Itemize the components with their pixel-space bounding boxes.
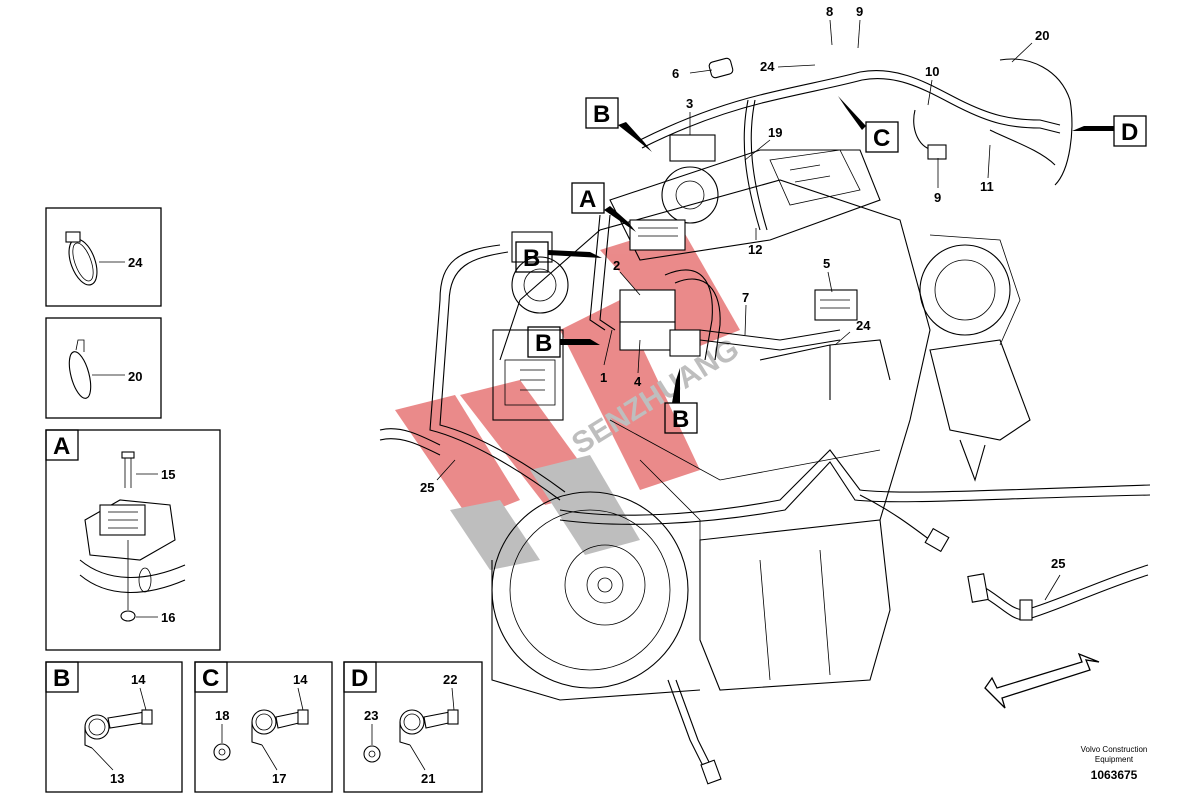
- direction-arrow: [984, 652, 1100, 709]
- detail-panel-d: D 22 23 21: [343, 661, 483, 793]
- panelB-letter: B: [53, 665, 70, 692]
- callout-9-top: 9: [856, 4, 863, 19]
- panelC-item-18: 18: [215, 708, 229, 723]
- callout-25-main: 25: [420, 480, 434, 495]
- marker-b-low: B: [672, 406, 689, 433]
- leader-lines: [436, 19, 1061, 601]
- panelB-item-13: 13: [110, 771, 124, 786]
- callout-2: 2: [613, 258, 620, 273]
- harness-routing: [379, 57, 1151, 785]
- callout-1: 1: [600, 370, 607, 385]
- marker-box-c: [865, 121, 899, 153]
- callout-10: 10: [925, 64, 939, 79]
- marker-b-top: B: [593, 101, 610, 128]
- detail-panel-b: B 14 13: [45, 661, 183, 793]
- document-number: 1063675: [1090, 768, 1138, 782]
- callout-8: 8: [826, 4, 833, 19]
- callout-19: 19: [768, 125, 782, 140]
- marker-box-a: [571, 182, 605, 214]
- panelA-letter: A: [53, 433, 70, 460]
- marker-d: D: [1121, 119, 1138, 146]
- callout-11: 11: [980, 179, 994, 194]
- document-footer: Volvo Construction Equipment 1063675: [1064, 745, 1164, 783]
- detail-panel-20: 20: [45, 317, 162, 419]
- source-line-2: Equipment: [1094, 755, 1134, 764]
- panelD-item-23: 23: [364, 708, 378, 723]
- panelC-item-14: 14: [293, 672, 308, 687]
- callout-24-top: 24: [760, 59, 775, 74]
- callout-9-bottom: 9: [934, 190, 941, 205]
- panelA-item-16: 16: [161, 610, 175, 625]
- section-markers: B A B B B C D: [515, 96, 1147, 434]
- panelD-letter: D: [351, 665, 368, 692]
- callout-3: 3: [686, 96, 693, 111]
- marker-a: A: [579, 186, 596, 213]
- callout-numbers: 1 2 3 4 5 6 7 8 9 9 10 11 12 19 20 24 24…: [420, 4, 1065, 571]
- marker-b-left: B: [523, 245, 540, 272]
- detail-panel-24: 24: [45, 207, 162, 307]
- panel20-item: 20: [128, 369, 142, 384]
- callout-6: 6: [672, 66, 679, 81]
- panelD-item-21: 21: [421, 771, 435, 786]
- marker-box-b-left: [515, 241, 549, 273]
- marker-box-b-top: [585, 97, 619, 129]
- panelC-letter: C: [202, 665, 219, 692]
- callout-4: 4: [634, 374, 642, 389]
- source-line-1: Volvo Construction: [1080, 745, 1148, 754]
- callout-7: 7: [742, 290, 749, 305]
- panelC-item-17: 17: [272, 771, 286, 786]
- detail-panel-a: A 15 16: [45, 429, 221, 651]
- callout-12: 12: [748, 242, 762, 257]
- panelB-item-14: 14: [131, 672, 146, 687]
- panel24-item: 24: [128, 255, 143, 270]
- callout-25-inset: 25: [1051, 556, 1065, 571]
- panelD-item-22: 22: [443, 672, 457, 687]
- engine-outline: [491, 149, 1031, 701]
- callout-20: 20: [1035, 28, 1049, 43]
- watermark: SENZHUANG: [395, 225, 745, 570]
- callout-24-mid: 24: [856, 318, 871, 333]
- detail-panel-c: C 14 18 17: [194, 661, 333, 793]
- panelA-item-15: 15: [161, 467, 175, 482]
- marker-c: C: [873, 125, 890, 152]
- callout-5: 5: [823, 256, 830, 271]
- marker-box-b-low: [664, 402, 698, 434]
- marker-b-mid: B: [535, 330, 552, 357]
